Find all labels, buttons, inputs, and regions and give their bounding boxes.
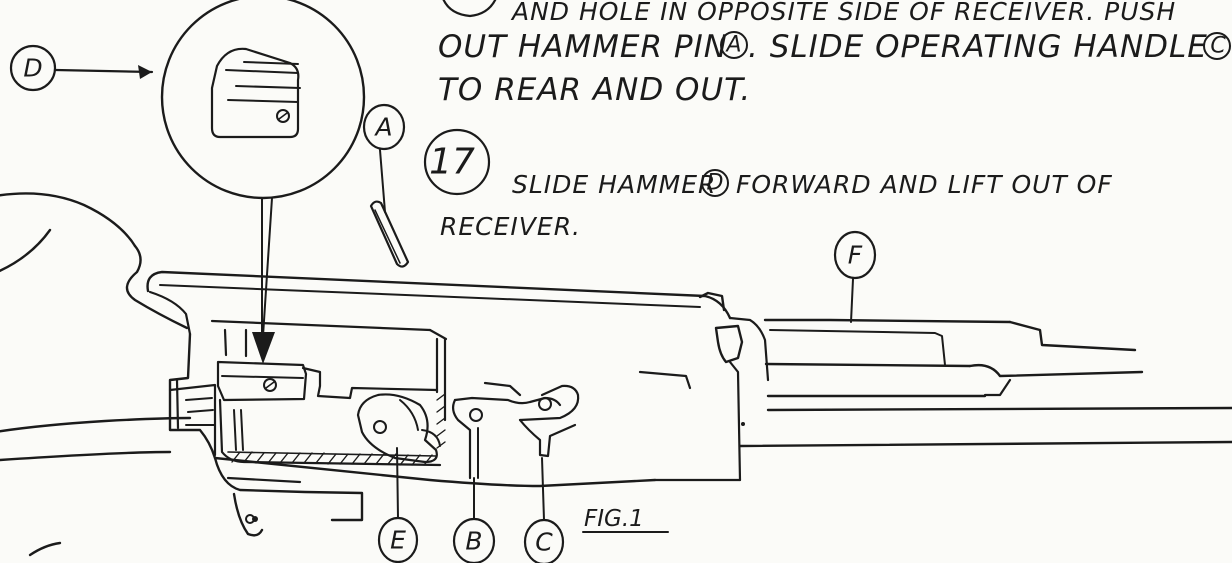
- receiver-front-face: [728, 316, 770, 382]
- step16-pin-letter: A: [724, 33, 741, 58]
- stock-forend-line: [738, 440, 1232, 448]
- trigger-guard-inner: [226, 476, 302, 484]
- callout-a: A: [362, 103, 410, 268]
- receiver-lower-outline: [168, 332, 657, 488]
- callout-b-label: B: [465, 527, 482, 556]
- instruction-text: AND HOLE IN OPPOSITE SIDE OF RECEIVER. P…: [423, 0, 1231, 241]
- housing-rear-lines: [233, 409, 244, 451]
- magnified-hammer-inset: [160, 0, 366, 364]
- housing-divider-top: [428, 328, 448, 341]
- barrel-lower-step: [983, 378, 1012, 397]
- receiver-rear-face: [175, 378, 180, 430]
- barrel-top: [1008, 320, 1137, 352]
- magnified-hammer: [210, 47, 301, 139]
- callout-d-circle: [9, 44, 57, 92]
- trigger-guard-screw-head: [252, 516, 258, 522]
- housing-wall-hatch: [436, 393, 446, 449]
- inset-pointer-right: [262, 197, 273, 337]
- figure-label-group: FIG.1: [582, 506, 669, 533]
- hammer-installed: [216, 360, 308, 402]
- callout-e-leader: [396, 447, 399, 519]
- callout-e-label: E: [390, 526, 406, 555]
- callout-f: F: [833, 230, 877, 323]
- callout-a-leader: [379, 149, 386, 213]
- callout-c-label: C: [535, 528, 553, 557]
- callout-d-arrowhead: [138, 65, 152, 79]
- step16-line2-b: . SLIDE OPERATING HANDLE: [748, 29, 1208, 65]
- receiver-front-notch: [714, 324, 744, 364]
- callout-f-circle: [833, 230, 877, 280]
- step16-handle-letter: C: [1210, 34, 1226, 59]
- stock-grip-outline: [0, 228, 52, 273]
- sear-part: [451, 381, 562, 480]
- barrel-mid: [968, 363, 1144, 378]
- housing-floor-inner: [227, 451, 437, 457]
- step17-hammer-letter: D: [707, 171, 724, 196]
- step17-line2: RECEIVER.: [440, 212, 581, 241]
- receiver-rear-edge: [148, 290, 192, 336]
- step17-hammer-letter-circle: [701, 169, 729, 197]
- callout-d-label: D: [23, 54, 42, 83]
- operating-handle: [518, 384, 580, 458]
- trigger-guard: [213, 456, 364, 522]
- stock-lower-outline: [0, 416, 192, 433]
- callout-d-leader: [54, 68, 154, 74]
- step16-handle-letter-circle: [1203, 32, 1231, 60]
- rifle-receiver-drawing: [0, 192, 1232, 557]
- step16-pin-letter-circle: [720, 31, 748, 59]
- step17-number-circle: [423, 128, 491, 196]
- receiver-body-line: [210, 319, 432, 332]
- op-rod-channel: [769, 329, 946, 366]
- trigger-group-part: [356, 393, 441, 464]
- receiver-rear-well: [168, 383, 217, 457]
- hammer-pin: [369, 200, 410, 268]
- step17-number: 17: [429, 142, 475, 183]
- stock-belly-line: [0, 450, 172, 462]
- housing-top-edge: [301, 366, 439, 400]
- step16-line3: TO REAR AND OUT.: [438, 72, 751, 108]
- callout-c-leader: [541, 457, 545, 521]
- step17-line1-b: FORWARD AND LIFT OUT OF: [736, 170, 1113, 199]
- callout-a-circle: [362, 103, 406, 151]
- trigger-guard-tab: [232, 492, 264, 537]
- stock-comb-outline: [125, 244, 189, 330]
- callout-f-leader: [850, 278, 854, 323]
- receiver-front-lug: [698, 291, 726, 312]
- receiver-rear-well-lines: [185, 397, 215, 426]
- stock-upper-outline: [0, 192, 137, 248]
- callout-d: D: [9, 44, 154, 92]
- receiver-mid-step: [638, 370, 692, 390]
- step16-number-circle: [442, 0, 497, 18]
- receiver-rivet: [741, 422, 745, 426]
- step16-line1: AND HOLE IN OPPOSITE SIDE OF RECEIVER. P…: [510, 0, 1176, 26]
- step16-line2-a: OUT HAMMER PIN: [438, 29, 728, 65]
- callout-f-label: F: [848, 241, 863, 270]
- op-rod-top: [763, 318, 1012, 324]
- hammer-slot-left: [223, 328, 228, 357]
- receiver-top-rail: [146, 270, 732, 320]
- receiver-top-rail-inner: [159, 284, 701, 308]
- next-step-circle-partial: [28, 541, 62, 557]
- callout-a-label: A: [373, 113, 392, 142]
- inset-circle: [160, 0, 366, 200]
- receiver-front-lower: [728, 360, 742, 482]
- callout-e: E: [377, 447, 419, 563]
- op-rod-bottom: [764, 362, 972, 368]
- inset-pointer-arrowhead: [252, 332, 275, 364]
- figure-label: FIG.1: [584, 506, 644, 532]
- step17-line1-a: SLIDE HAMMER: [512, 170, 716, 199]
- handguard-line: [766, 406, 1232, 412]
- callout-c: C: [523, 457, 565, 563]
- callout-b: B: [452, 477, 496, 563]
